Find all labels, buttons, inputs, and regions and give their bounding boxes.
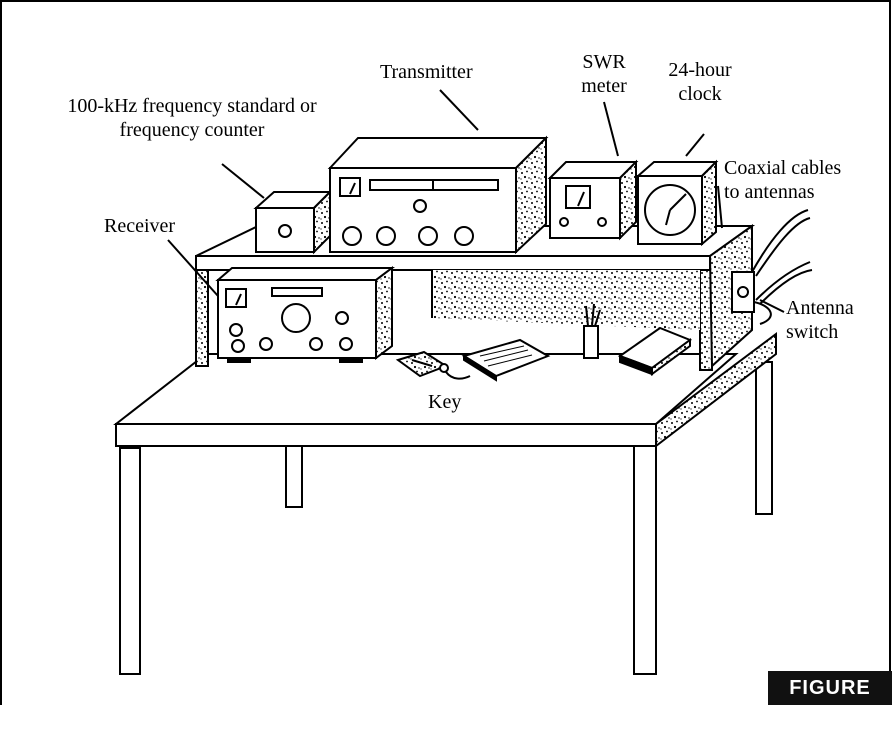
label-swr-line2: meter — [572, 74, 636, 98]
label-antenna-line2: switch — [786, 320, 854, 344]
swr-meter-unit — [550, 162, 636, 238]
label-frequency-line2: frequency counter — [22, 118, 362, 142]
label-key-text: Key — [428, 391, 461, 413]
label-key: Key — [428, 390, 461, 414]
label-transmitter: Transmitter — [380, 60, 473, 84]
label-receiver: Receiver — [104, 214, 175, 238]
label-clock-line2: clock — [660, 82, 740, 106]
label-coax-line1: Coaxial cables — [724, 156, 841, 180]
receiver — [218, 268, 392, 362]
clock-unit — [638, 162, 716, 244]
label-swr-meter: SWR meter — [572, 50, 636, 98]
coax-cables — [752, 210, 812, 304]
label-frequency-standard: 100-kHz frequency standard or frequency … — [22, 94, 362, 142]
table — [116, 334, 776, 674]
label-coax-line2: to antennas — [724, 180, 841, 204]
label-receiver-text: Receiver — [104, 215, 175, 237]
figure-badge: FIGURE 11.2 — [768, 671, 892, 705]
label-coaxial-cables: Coaxial cables to antennas — [724, 156, 841, 204]
label-frequency-line1: 100-kHz frequency standard or — [22, 94, 362, 118]
label-clock: 24-hour clock — [660, 58, 740, 106]
label-transmitter-text: Transmitter — [380, 61, 473, 83]
label-antenna-line1: Antenna — [786, 296, 854, 320]
transmitter-unit — [330, 138, 546, 252]
label-swr-line1: SWR — [572, 50, 636, 74]
frequency-standard — [256, 192, 330, 252]
label-antenna-switch: Antenna switch — [786, 296, 854, 344]
label-clock-line1: 24-hour — [660, 58, 740, 82]
